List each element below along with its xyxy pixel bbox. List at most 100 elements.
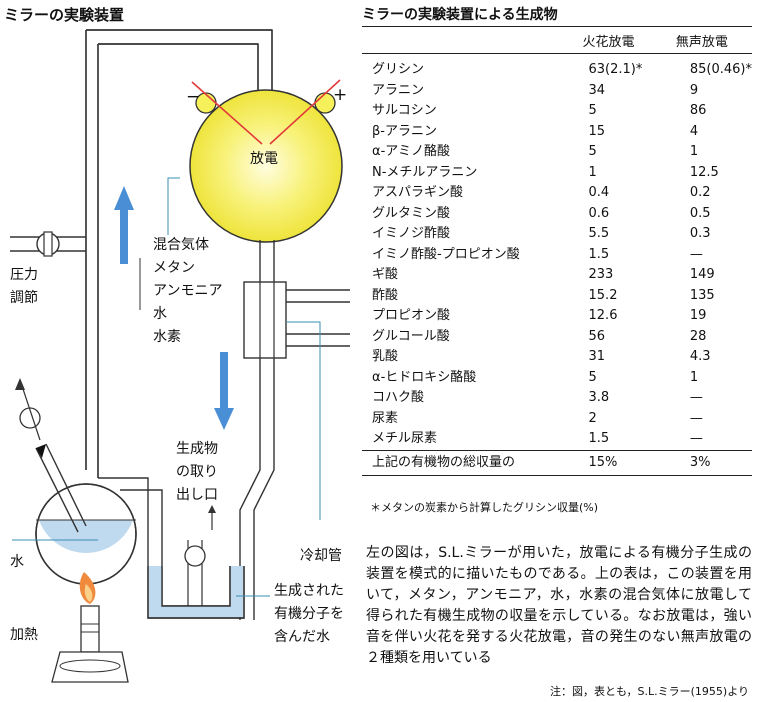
compound-name-cell: プロピオン酸 [372,308,451,323]
compound-name-cell: α-アミノ酪酸 [372,144,451,159]
silent-yield-cell: 149 [689,267,715,282]
compound-name-cell: 酢酸 [372,287,399,303]
compound-name-cell: コハク酸 [372,390,425,405]
compound-name-cell: グリシン [372,62,425,77]
electrode-left [191,81,263,145]
spark-yield-cell: 31 [588,349,606,364]
outlet-label-line1: 生成物 [176,441,218,457]
compound-name-cell: アラニン [372,82,425,98]
spark-yield-cell: 1.5 [588,431,610,446]
silent-yield-cell: 135 [689,287,715,303]
spark-yield-cell: 63(2.1)* [588,62,643,77]
silent-yield-cell: 28 [689,328,707,344]
compound-name-cell: ギ酸 [372,267,399,282]
flask-water [39,520,133,553]
silent-yield-cell: — [689,431,703,446]
outlet-label-line2: の取り [176,464,218,480]
product-water-label-line3: 含んだ水 [274,629,330,645]
heating-label: 加熱 [10,627,38,643]
silent-yield-cell: — [689,390,703,405]
table-row: 尿素 2 — [362,409,752,430]
compound-name-cell: グルタミン酸 [372,205,451,221]
table-row: コハク酸 3.8 — [362,388,752,409]
compound-name-cell: β-アラニン [372,123,437,139]
spark-yield-cell: 15 [588,123,606,139]
spark-yield-cell: 0.6 [588,205,610,221]
compound-name-cell: 乳酸 [372,349,399,364]
compound-name-cell: イミノジ酢酸 [372,226,451,241]
table-row: プロピオン酸 12.6 19 [362,306,752,327]
silent-yield-cell: — [689,246,703,262]
spark-yield-cell: 12.6 [588,308,618,323]
compound-name-cell: メチル尿素 [372,431,438,446]
gas-water-label: 水 [153,306,167,322]
header-silent-discharge: 無声放電 [671,26,752,54]
down-arrow-icon [214,352,234,430]
table-header-row: 火花放電 無声放電 [362,26,752,54]
spark-yield-cell: 15.2 [588,287,618,303]
header-spark-discharge: 火花放電 [570,26,672,54]
silent-yield-cell: 86 [689,103,707,118]
silent-yield-cell: 0.2 [689,185,711,200]
source-note: 注：図，表とも，S.L.ミラー(1955)より [549,685,749,698]
spark-yield-cell: 56 [588,328,606,344]
silent-yield-cell: 0.5 [689,205,711,221]
product-water-label-line1: 生成された [274,583,344,599]
table-title: ミラーの実験装置による生成物 [362,7,558,23]
silent-yield-cell: — [689,410,703,426]
spark-yield-cell: 233 [588,267,614,282]
table-row: グリシン 63(2.1)* 85(0.46)* [362,54,752,81]
total-label-cell: 上記の有機物の総収量の [362,449,571,476]
gas-hydrogen-label: 水素 [153,329,181,345]
up-arrow-icon [114,186,134,264]
silent-yield-cell: 4 [689,123,699,139]
gas-leader-line [167,177,180,235]
spark-yield-cell: 3.8 [588,390,610,405]
table-row: ギ酸 233 149 [362,265,752,286]
outlet-label-line3: 出し口 [176,487,218,503]
table-row: α-アミノ酪酸 5 1 [362,142,752,163]
silent-yield-cell: 0.3 [689,226,711,241]
pressure-label-line1: 圧力 [10,267,38,283]
silent-yield-cell: 85(0.46)* [689,62,752,77]
silent-yield-cell: 19 [689,308,707,323]
gas-methane-label: メタン [153,260,195,276]
pressure-label-line2: 調節 [10,290,38,306]
spark-yield-cell: 34 [588,82,606,98]
silent-yield-cell: 1 [689,144,699,159]
table-row: メチル尿素 1.5 — [362,429,752,450]
water-label: 水 [10,554,24,570]
apparatus-diagram [10,29,350,683]
spark-yield-cell: 5.5 [588,226,610,241]
spark-yield-cell: 5 [588,103,597,118]
outlet-valve-icon [184,545,206,567]
compound-name-cell: α-ヒドロキシ酪酸 [372,369,477,385]
condenser-jacket [243,281,287,359]
condenser-leader-line [286,321,321,520]
silent-yield-cell: 1 [689,369,699,385]
total-spark-cell: 15% [570,449,672,476]
return-tube [98,477,163,566]
diagram-title: ミラーの実験装置 [4,6,125,24]
spark-yield-cell: 5 [588,144,597,159]
table-row: イミノジ酢酸 5.5 0.3 [362,224,752,245]
compound-name-cell: 尿素 [372,410,399,426]
compound-name-cell: N-メチルアラニン [372,164,478,180]
spark-yield-cell: 1.5 [588,246,610,262]
spark-yield-cell: 1 [588,164,597,180]
gas-mixture-label: 混合気体 [153,237,209,253]
compound-name-cell: サルコシン [372,103,437,118]
header-compound [362,26,571,54]
burner-icon [51,572,129,683]
spark-yield-cell: 2 [588,410,597,426]
spark-yield-cell: 0.4 [588,185,610,200]
product-water-label-line2: 有機分子を [274,606,344,622]
